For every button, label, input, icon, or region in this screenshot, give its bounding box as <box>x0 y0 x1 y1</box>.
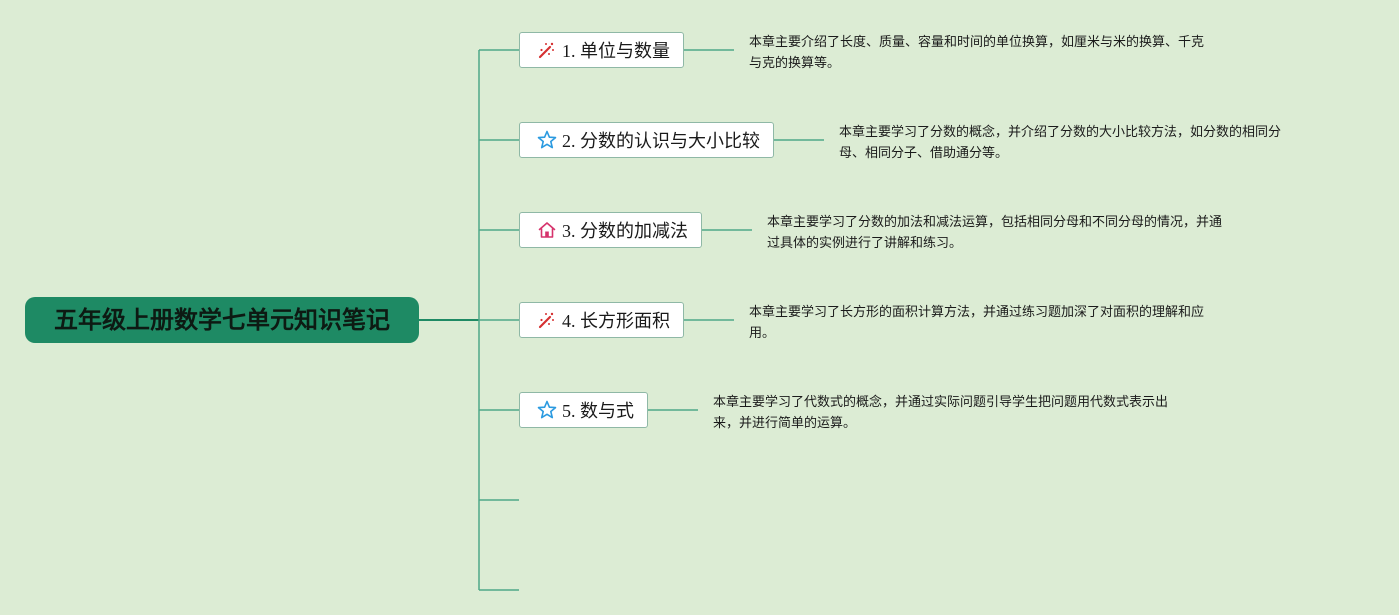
star-icon <box>537 130 557 149</box>
star-icon <box>537 400 557 419</box>
house-icon <box>538 222 556 238</box>
topic-1-note: 本章主要介绍了长度、质量、容量和时间的单位换算，如厘米与米的换算、千克 与克的换… <box>749 32 1204 74</box>
topic-4-note-line-2: 用。 <box>749 326 776 341</box>
topic-1-note-line-1: 本章主要介绍了长度、质量、容量和时间的单位换算，如厘米与米的换算、千克 <box>749 35 1205 50</box>
topic-5-label: 5. 数与式 <box>562 401 634 421</box>
magic-wand-icon <box>538 42 554 59</box>
topic-4-note-line-1: 本章主要学习了长方形的面积计算方法，并通过练习题加深了对面积的理解和应 <box>749 305 1205 320</box>
topic-2-label: 2. 分数的认识与大小比较 <box>562 131 760 151</box>
central-topic[interactable]: 五年级上册数学七单元知识笔记 <box>25 297 419 343</box>
topic-5-note-line-1: 本章主要学习了代数式的概念，并通过实际问题引导学生把问题用代数式表示出 <box>713 395 1169 410</box>
topic-4-note: 本章主要学习了长方形的面积计算方法，并通过练习题加深了对面积的理解和应 用。 <box>749 302 1204 344</box>
topic-2[interactable]: 2. 分数的认识与大小比较 <box>519 122 774 158</box>
topic-3-note-line-2: 过具体的实例进行了讲解和练习。 <box>767 236 963 251</box>
topic-4[interactable]: 4. 长方形面积 <box>519 302 684 338</box>
topic-2-note-line-1: 本章主要学习了分数的概念，并介绍了分数的大小比较方法，如分数的相同分 <box>839 125 1282 140</box>
topic-3-note-line-1: 本章主要学习了分数的加法和减法运算，包括相同分母和不同分母的情况，并通 <box>767 215 1223 230</box>
topic-1[interactable]: 1. 单位与数量 <box>519 32 684 68</box>
topic-2-note: 本章主要学习了分数的概念，并介绍了分数的大小比较方法，如分数的相同分 母、相同分… <box>839 122 1281 164</box>
topic-3-note: 本章主要学习了分数的加法和减法运算，包括相同分母和不同分母的情况，并通 过具体的… <box>767 212 1222 254</box>
topic-3[interactable]: 3. 分数的加减法 <box>519 212 702 248</box>
topic-5-note-line-2: 来，并进行简单的运算。 <box>713 416 857 431</box>
magic-wand-icon <box>538 312 554 329</box>
topic-1-label: 1. 单位与数量 <box>562 41 670 61</box>
topic-3-label: 3. 分数的加减法 <box>562 221 688 241</box>
topic-2-note-line-2: 母、相同分子、借助通分等。 <box>839 146 1009 161</box>
topic-1-note-line-2: 与克的换算等。 <box>749 56 841 71</box>
topic-5[interactable]: 5. 数与式 <box>519 392 648 428</box>
topic-5-note: 本章主要学习了代数式的概念，并通过实际问题引导学生把问题用代数式表示出 来，并进… <box>713 392 1168 434</box>
central-topic-label: 五年级上册数学七单元知识笔记 <box>54 306 390 334</box>
topic-4-label: 4. 长方形面积 <box>562 311 670 331</box>
